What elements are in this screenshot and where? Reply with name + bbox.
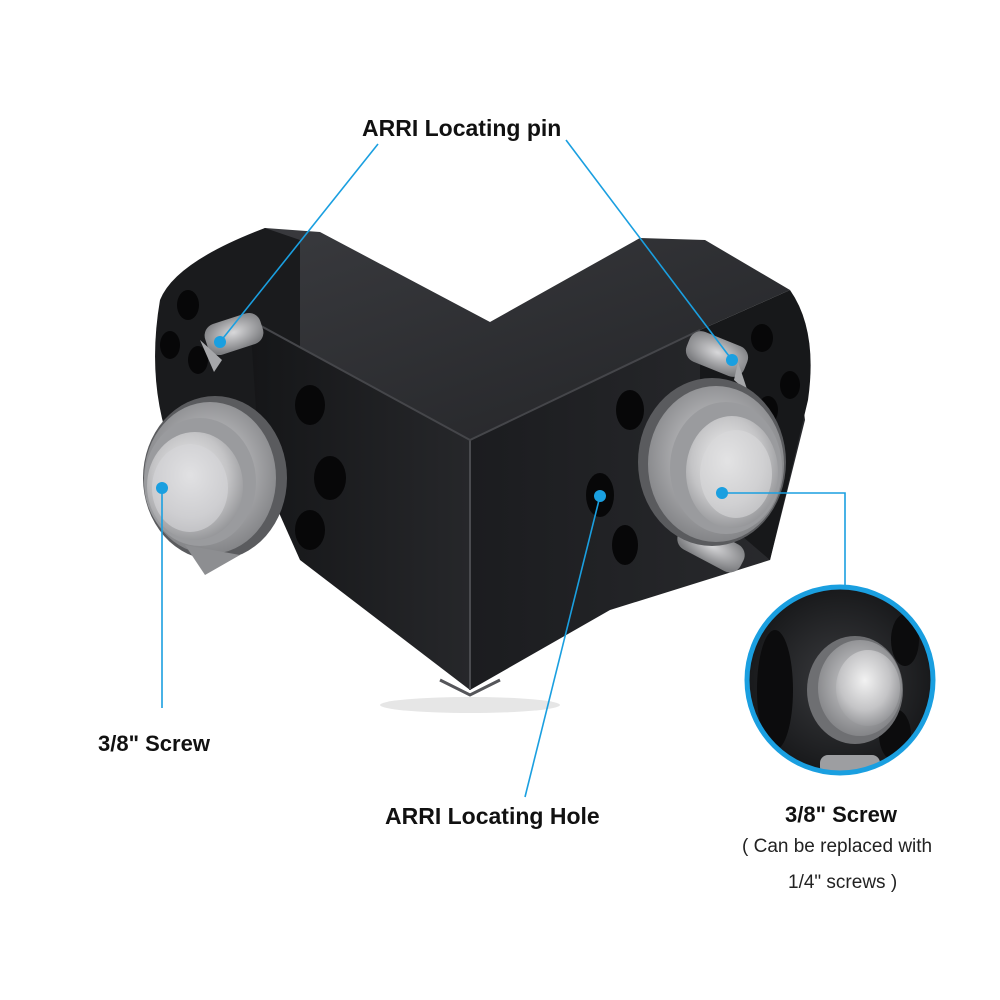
label-right-screw: 3/8" Screw: [785, 802, 897, 827]
label-left-screw: 3/8" Screw: [98, 731, 210, 756]
screw-right: [638, 378, 786, 546]
callout-dots: [156, 336, 738, 502]
callout-lines: [161, 139, 846, 798]
label-locating-hole: ARRI Locating Hole: [385, 803, 600, 829]
ground-shadow: [380, 697, 560, 713]
note-right-screw-line2: 1/4" screws ): [788, 872, 898, 893]
mounting-holes: [160, 290, 800, 565]
inset-detail: [744, 584, 936, 776]
note-right-screw-line1: ( Can be replaced with: [742, 836, 933, 857]
screw-left: [143, 396, 287, 575]
label-locating-pin: ARRI Locating pin: [362, 115, 562, 141]
